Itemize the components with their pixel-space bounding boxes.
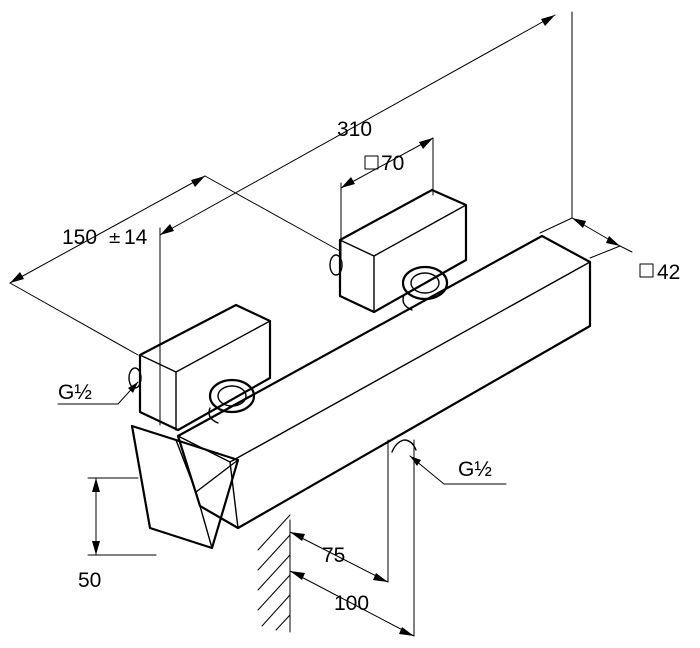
arrowhead [92, 478, 100, 492]
outlet-spout [130, 424, 240, 550]
svg-text:±: ± [108, 228, 121, 247]
arrowhead [606, 236, 620, 246]
right-inlet-stub [329, 254, 343, 276]
bottom-outlet-stub [391, 439, 417, 453]
svg-text:14: 14 [124, 226, 148, 249]
arrowhead [92, 541, 100, 555]
dimension-42: 42 [539, 217, 680, 284]
svg-text:42: 42 [657, 261, 680, 284]
arrowhead [290, 532, 305, 541]
svg-text:G½: G½ [458, 458, 492, 481]
svg-text:G½: G½ [58, 381, 92, 404]
extension-line-42-c [619, 245, 633, 253]
dimension-text-75: 75 [322, 544, 345, 567]
dimension-text-150: 150 ± 14 [62, 226, 148, 249]
dimension-line-70 [340, 137, 434, 189]
arrowhead [290, 571, 305, 580]
extension-line-42-b [589, 245, 621, 259]
extension-line-150-leader [9, 282, 139, 356]
dimension-line-75 [289, 531, 389, 583]
square-symbol-icon [364, 155, 379, 170]
svg-text:150: 150 [62, 226, 97, 249]
dimension-310: 310 [159, 11, 573, 236]
dimension-line-100 [289, 570, 415, 637]
arrowhead [572, 218, 586, 228]
arrowhead [399, 627, 414, 636]
arrowhead [419, 138, 433, 149]
dimension-75-100: 75 100 [289, 439, 415, 637]
dimension-text-50: 50 [78, 569, 101, 592]
right-wall-flange [329, 188, 468, 314]
dimension-text-42: 42 [639, 261, 680, 284]
left-wall-flange [128, 303, 272, 432]
arrowhead [160, 224, 174, 235]
dimension-line-150 [9, 175, 206, 284]
thread-label-bottom: G½ [409, 455, 507, 485]
dimension-150: 150 ± 14 [9, 175, 341, 426]
extension-line-42-a [539, 217, 573, 234]
arrowhead [541, 15, 555, 26]
dimension-line-310 [159, 14, 556, 236]
dimension-50: 50 [78, 477, 157, 592]
square-symbol-icon [639, 263, 654, 278]
arrowhead [191, 176, 205, 187]
arrowhead [373, 573, 388, 582]
dimension-text-310: 310 [337, 118, 372, 141]
svg-text:70: 70 [381, 152, 404, 175]
dimension-text-70: 70 [364, 152, 404, 175]
arrowhead [341, 177, 355, 188]
thread-label-left: G½ [57, 381, 139, 405]
wall-hatching [257, 514, 291, 631]
left-connector-nut [208, 378, 256, 424]
dimension-text-100: 100 [334, 592, 369, 615]
arrowhead [10, 272, 24, 283]
extension-line-150-right [204, 175, 341, 252]
